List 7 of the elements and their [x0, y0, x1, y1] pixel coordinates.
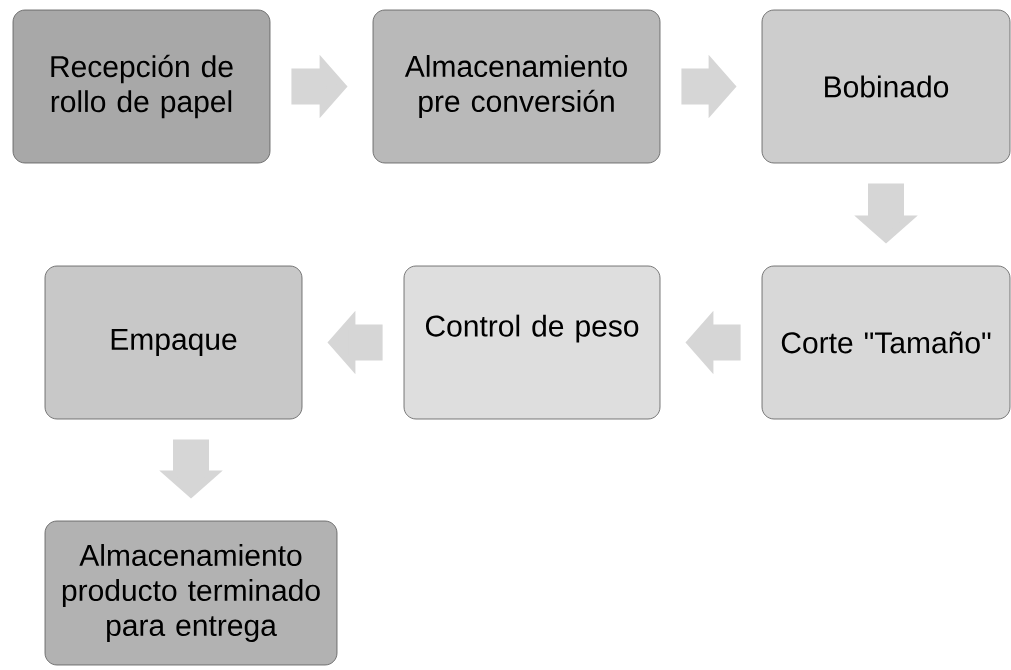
process-box: Almacenamiento producto terminado para entrega	[44, 520, 338, 666]
process-box: Almacenamiento pre conversión	[372, 9, 661, 164]
process-box: Control de peso	[403, 265, 661, 420]
process-box: Corte "Tamaño"	[761, 265, 1011, 420]
process-box: Empaque	[44, 265, 303, 420]
process-box: Recepción de rollo de papel	[12, 9, 271, 164]
process-box: Bobinado	[761, 9, 1011, 164]
